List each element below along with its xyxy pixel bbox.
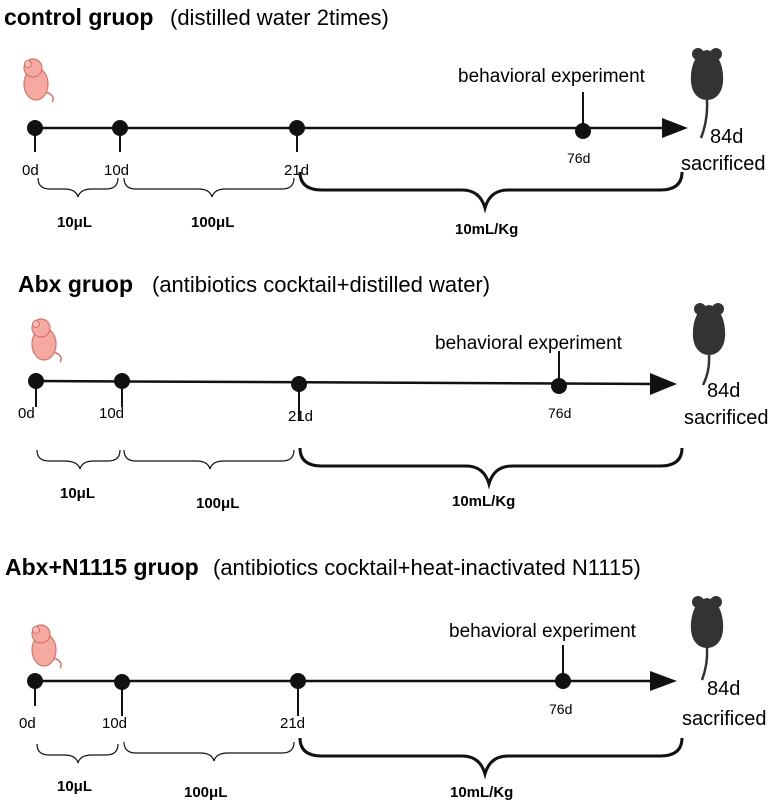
- dose-label: 10μL: [57, 214, 92, 231]
- panel-control: control gruop (distilled water 2times) 0…: [4, 4, 765, 238]
- event-label: behavioral experiment: [458, 66, 646, 87]
- tick-label: 10d: [104, 162, 129, 179]
- timeline-axis: [35, 118, 688, 138]
- tick-label: 0d: [22, 162, 39, 179]
- tick-label: 0d: [19, 715, 36, 732]
- dose-label: 10mL/Kg: [455, 221, 518, 238]
- dose-label: 100μL: [184, 784, 227, 801]
- tick-label: 10d: [102, 715, 127, 732]
- dose-bracket: [37, 171, 684, 214]
- dose-label: 10mL/Kg: [452, 493, 515, 510]
- panel-subtitle: (antibiotics cocktail+heat-inactivated N…: [213, 555, 641, 580]
- tick-label: 21d: [280, 715, 305, 732]
- event-label: behavioral experiment: [449, 621, 637, 642]
- newborn-pup-icon: [23, 58, 54, 103]
- tick-label: 76d: [548, 405, 571, 421]
- panel-abx-n1115: Abx+N1115 gruop (antibiotics cocktail+he…: [5, 554, 766, 801]
- end-action-label: sacrificed: [682, 708, 766, 730]
- dose-label: 100μL: [191, 214, 234, 231]
- end-action-label: sacrificed: [681, 153, 765, 175]
- dose-bracket: [36, 737, 684, 780]
- newborn-pup-icon: [31, 318, 62, 363]
- panel-title: Abx+N1115 gruop: [5, 554, 199, 580]
- adult-mouse-icon: [690, 48, 724, 139]
- panel-abx: Abx gruop (antibiotics cocktail+distille…: [18, 271, 768, 512]
- dose-label: 10μL: [60, 485, 95, 502]
- panel-title: Abx gruop: [18, 271, 133, 297]
- end-day-label: 84d: [707, 380, 740, 402]
- panel-subtitle: (antibiotics cocktail+distilled water): [152, 272, 490, 297]
- tick-label: 21d: [284, 162, 309, 179]
- tick-label: 21d: [288, 408, 313, 425]
- adult-mouse-icon: [690, 596, 724, 681]
- dose-label: 10μL: [57, 778, 92, 795]
- end-day-label: 84d: [707, 678, 740, 700]
- dose-bracket: [36, 447, 684, 490]
- tick-label: 10d: [99, 405, 124, 422]
- tick-label: 76d: [549, 701, 572, 717]
- dose-label: 10mL/Kg: [450, 784, 513, 801]
- tick-label: 76d: [567, 150, 590, 166]
- timeline-axis: [35, 373, 677, 395]
- end-day-label: 84d: [710, 126, 743, 148]
- panel-title: control gruop: [4, 4, 153, 30]
- tick-label: 0d: [18, 405, 35, 422]
- end-action-label: sacrificed: [684, 407, 768, 429]
- timeline-axis: [35, 671, 677, 691]
- adult-mouse-icon: [692, 303, 726, 386]
- dose-label: 100μL: [196, 495, 239, 512]
- event-label: behavioral experiment: [435, 333, 623, 354]
- newborn-pup-icon: [31, 624, 62, 669]
- panel-subtitle: (distilled water 2times): [170, 5, 389, 30]
